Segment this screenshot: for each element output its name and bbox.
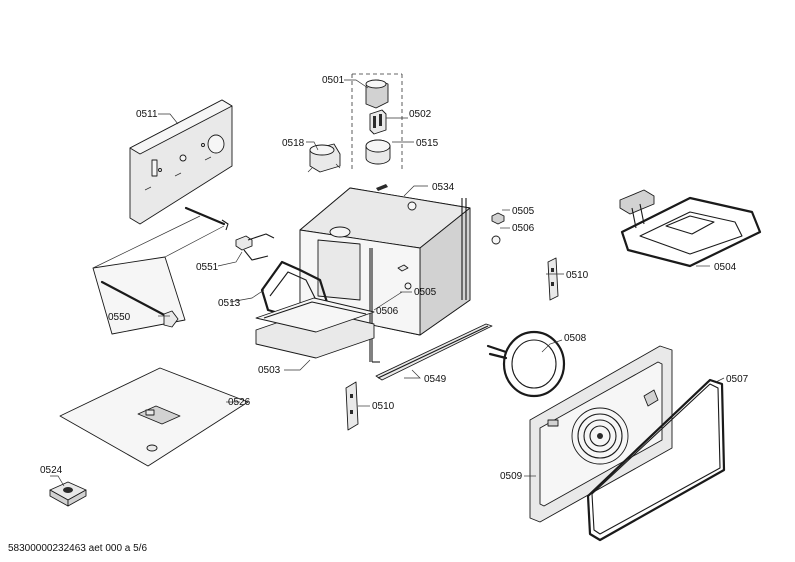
leader-lines — [50, 79, 725, 487]
label-0506-top: 0506 — [512, 223, 535, 234]
label-0551: 0551 — [196, 262, 219, 273]
part-ring-heater-0508 — [486, 330, 566, 398]
label-0501: 0501 — [322, 75, 345, 86]
part-hinge-0510-left — [345, 381, 359, 431]
label-0510-left: 0510 — [372, 401, 395, 412]
part-motor-0518 — [307, 143, 341, 173]
label-0504: 0504 — [714, 262, 737, 273]
part-fan-motor-group — [351, 73, 403, 172]
part-door-seal-0507 — [586, 378, 726, 542]
label-0511: 0511 — [136, 109, 158, 120]
part-small-fittings — [491, 212, 505, 245]
label-0505-top: 0505 — [512, 206, 535, 217]
label-0513: 0513 — [218, 298, 241, 309]
part-hinge-0510-right — [547, 257, 559, 301]
part-clip-0550 — [92, 206, 229, 335]
label-0508: 0508 — [564, 333, 587, 344]
label-0502: 0502 — [409, 109, 432, 120]
part-bottom-tray-0503 — [255, 297, 375, 359]
part-front-panel-0509 — [529, 345, 673, 523]
label-0503: 0503 — [258, 365, 281, 376]
part-back-panel-0511 — [129, 99, 233, 225]
label-0509: 0509 — [500, 471, 523, 482]
label-0505-mid: 0505 — [414, 287, 437, 298]
part-grommet-0524 — [49, 481, 87, 507]
part-grill-element-0504 — [619, 189, 762, 268]
label-0518: 0518 — [282, 138, 305, 149]
footer-document-code: 58300000232463 aet 000 a 5/6 — [8, 543, 148, 554]
part-rail-0549 — [375, 323, 493, 381]
label-0526: 0526 — [228, 397, 251, 408]
label-0506-mid: 0506 — [376, 306, 399, 317]
label-0510-right: 0510 — [566, 270, 589, 281]
label-0524: 0524 — [40, 465, 63, 476]
label-0507: 0507 — [726, 374, 749, 385]
label-0534: 0534 — [432, 182, 455, 193]
label-0549: 0549 — [424, 374, 447, 385]
label-0550: 0550 — [108, 312, 131, 323]
part-insulation-0526 — [59, 367, 249, 467]
label-0515: 0515 — [416, 138, 439, 149]
